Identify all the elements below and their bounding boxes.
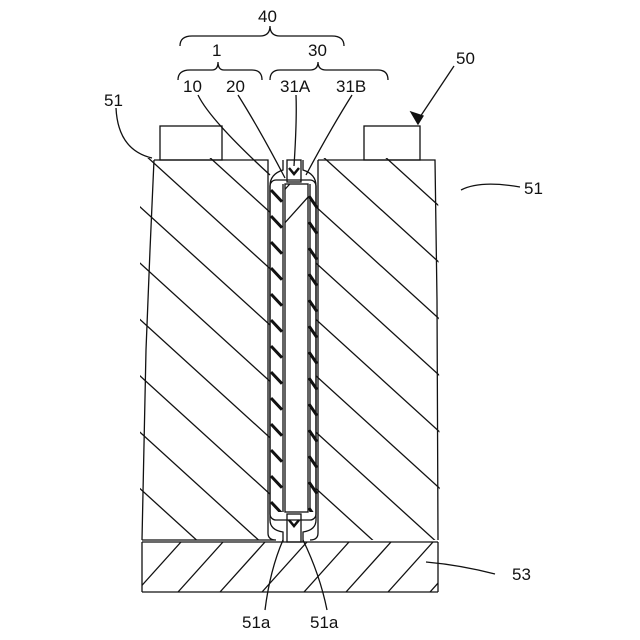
label-30: 30 [308,41,327,60]
electrode-assembly-40 [0,160,320,542]
label-51-left: 51 [104,91,123,110]
label-51a-left: 51a [242,613,271,632]
right-block-51 [0,150,640,545]
label-53: 53 [512,565,531,584]
label-31B: 31B [336,77,366,96]
label-20: 20 [226,77,245,96]
top-block-left [160,126,222,160]
top-block-right [364,126,420,160]
label-1: 1 [212,41,221,60]
left-block-51 [0,150,640,545]
label-10: 10 [183,77,202,96]
bottom-plate-53 [10,542,475,592]
label-40: 40 [258,7,277,26]
label-51a-right: 51a [310,613,339,632]
label-51-right: 51 [524,179,543,198]
label-31A: 31A [280,77,311,96]
label-50: 50 [456,49,475,68]
